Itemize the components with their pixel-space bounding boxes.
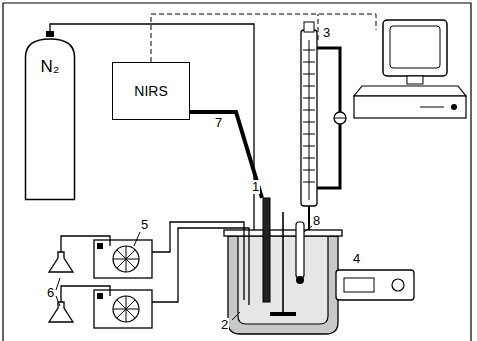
callout-number: 7: [214, 116, 223, 130]
instrument-box: NIRS: [112, 62, 190, 120]
callout-number: 5: [140, 218, 149, 232]
callout-number: 6: [46, 286, 55, 300]
gas-cylinder: N₂: [24, 31, 76, 201]
gas-label: N₂: [24, 57, 76, 77]
callout-number: 8: [312, 214, 321, 228]
callout-number: 2: [220, 318, 229, 332]
cylinder-valve: [46, 31, 54, 37]
callout-number: 4: [352, 252, 361, 266]
instrument-label: NIRS: [134, 83, 167, 100]
callout-number: 1: [251, 180, 260, 194]
cylinder-outline: [24, 31, 76, 201]
callout-number: 3: [322, 26, 331, 40]
